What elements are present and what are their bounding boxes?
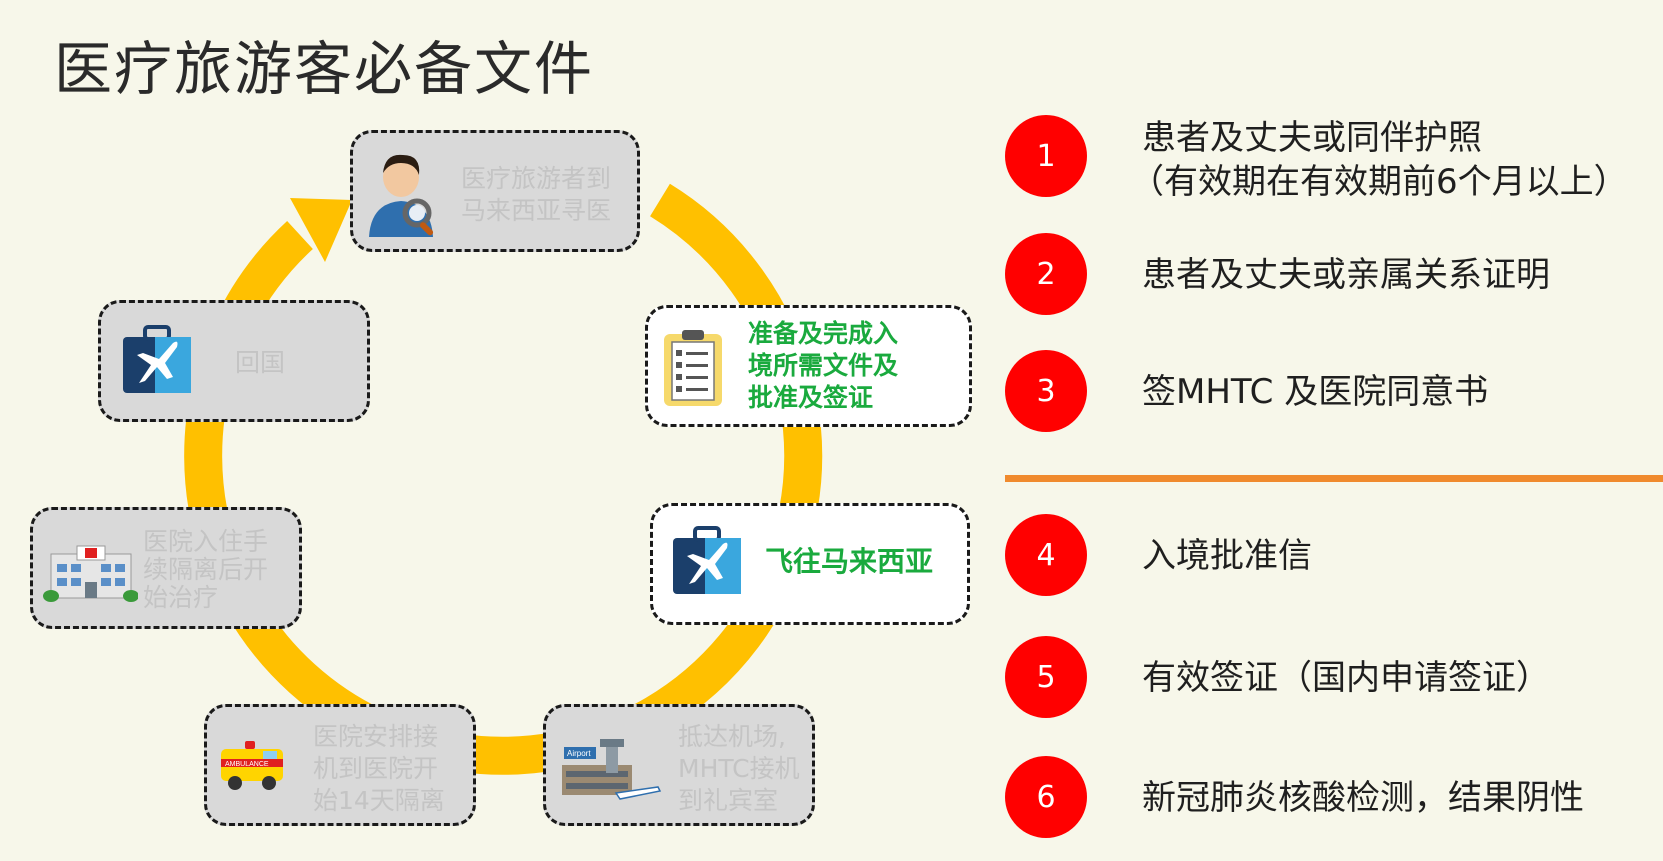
step-number-badge: 2 bbox=[1005, 233, 1087, 315]
cycle-step-return-home: 回国 bbox=[98, 300, 370, 422]
step-number-badge: 4 bbox=[1005, 514, 1087, 596]
hospital-icon bbox=[43, 545, 138, 602]
cycle-arrowhead bbox=[290, 198, 352, 262]
step-number-badge: 1 bbox=[1005, 115, 1087, 197]
cycle-step-label: 抵达机场, MHTC接机到礼宾室 bbox=[678, 722, 800, 815]
cycle-step-label: 医疗旅游者到马来西亚寻医 bbox=[461, 164, 612, 225]
cycle-step-label: 医院安排接机到医院开始14天隔离 bbox=[313, 722, 445, 815]
flight-bag-icon bbox=[123, 325, 191, 393]
document-item-text: 新冠肺炎核酸检测，结果阴性 bbox=[1142, 778, 1584, 818]
cycle-step-hospital-admission: 医院入住手续隔离后开始治疗 bbox=[30, 507, 302, 629]
document-item-text: 签MHTC 及医院同意书 bbox=[1142, 372, 1489, 412]
cycle-step-label: 医院入住手续隔离后开始治疗 bbox=[143, 527, 269, 612]
document-item-note: （有效期在有效期前6个月以上） bbox=[1130, 162, 1628, 202]
svg-text:Airport: Airport bbox=[567, 749, 591, 758]
svg-text:AMBULANCE: AMBULANCE bbox=[225, 761, 269, 768]
cycle-step-arrive-airport: Airport 抵达机场, MHTC接机到礼宾室 bbox=[543, 704, 815, 826]
ambulance-icon: AMBULANCE bbox=[221, 741, 283, 790]
document-item-text: 患者及丈夫或亲属关系证明 bbox=[1142, 255, 1550, 295]
page-title: 医疗旅游客必备文件 bbox=[54, 35, 595, 103]
section-divider bbox=[1005, 475, 1663, 482]
step-number-badge: 5 bbox=[1005, 636, 1087, 718]
clipboard-icon bbox=[664, 330, 722, 406]
airport-icon: Airport bbox=[562, 739, 662, 800]
document-item: 患者及丈夫或同伴护照 （有效期在有效期前6个月以上） bbox=[1130, 116, 1628, 204]
cycle-step-label: 飞往马来西亚 bbox=[765, 545, 934, 578]
cycle-step-prepare-documents: 准备及完成入境所需文件及批准及签证 bbox=[645, 305, 972, 427]
document-item-text: 有效签证（国内申请签证） bbox=[1142, 658, 1550, 698]
cycle-step-label: 回国 bbox=[235, 348, 286, 377]
document-item-text: 入境批准信 bbox=[1142, 536, 1312, 576]
document-item-text: 患者及丈夫或同伴护照 bbox=[1142, 118, 1482, 158]
step-number-badge: 3 bbox=[1005, 350, 1087, 432]
flight-bag-icon bbox=[673, 526, 741, 594]
doctor-icon bbox=[369, 154, 434, 237]
step-number-badge: 6 bbox=[1005, 756, 1087, 838]
cycle-step-fly-to-malaysia: 飞往马来西亚 bbox=[650, 503, 970, 625]
cycle-step-seek-treatment: 医疗旅游者到马来西亚寻医 bbox=[350, 130, 640, 252]
cycle-step-ambulance-quarantine: AMBULANCE 医院安排接机到医院开始14天隔离 bbox=[204, 704, 476, 826]
cycle-step-label: 准备及完成入境所需文件及批准及签证 bbox=[748, 319, 899, 412]
